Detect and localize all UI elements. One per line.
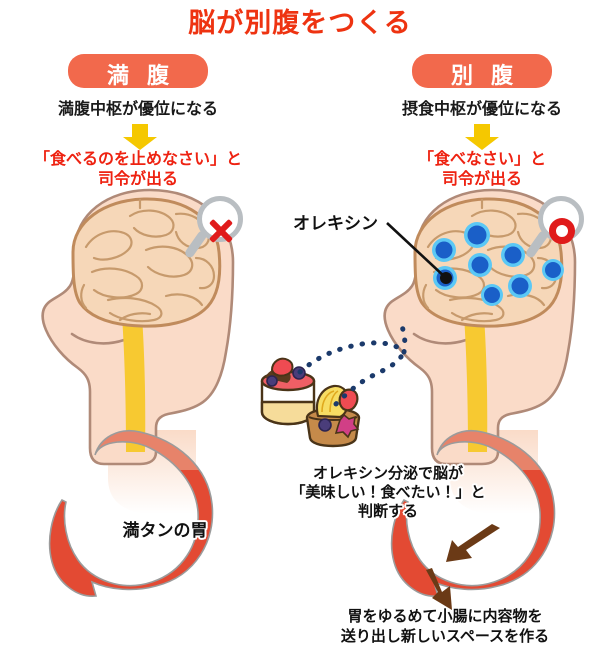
orexin-dot <box>464 222 490 248</box>
circle-mark-icon <box>524 196 590 266</box>
mid-caption-line-2: 「美味しい！食べたい！」と <box>290 484 486 501</box>
left-command-text: 「食べるのを止めなさい」と 司令が出る <box>4 150 272 190</box>
orexin-leader-line <box>386 222 447 279</box>
orexin-dot <box>432 238 456 262</box>
right-command-text: 「食べなさい」と 司令が出る <box>352 150 600 190</box>
right-subtitle: 摂食中枢が優位になる <box>401 101 562 118</box>
mid-caption-line-3: 判断する <box>357 503 418 520</box>
cross-mark-icon <box>183 196 249 266</box>
right-command-line-1: 「食べなさい」と <box>417 151 546 168</box>
left-command-line-1: 「食べるのを止めなさい」と <box>33 151 242 168</box>
page-title: 脳が別腹をつくる <box>188 8 412 38</box>
stomach-flow-arrow <box>426 524 500 610</box>
label-pill-dessert-stomach: 別 腹 <box>412 54 552 88</box>
orexin-dot <box>508 274 532 298</box>
left-command-line-2: 司令が出る <box>97 171 178 188</box>
fruit-tart-icon <box>305 384 361 448</box>
left-stomach-label: 満タンの胃 <box>122 521 208 540</box>
mid-caption-line-1: オレキシン分泌で脳が <box>312 465 463 482</box>
aroma-dotted-path <box>297 319 408 407</box>
orexin-dot <box>501 243 525 267</box>
right-command-line-2: 司令が出る <box>441 171 522 188</box>
down-arrow-icon <box>123 124 157 150</box>
orexin-dot <box>542 259 564 281</box>
stomach-relax-caption: 胃をゆるめて小腸に内容物を 送り出し新しいスペースを作る <box>290 607 600 647</box>
label-pill-full-stomach: 満 腹 <box>68 54 208 88</box>
bottom-caption-line-1: 胃をゆるめて小腸に内容物を <box>347 608 543 625</box>
orexin-explanation-caption: オレキシン分泌で脳が 「美味しい！食べたい！」と 判断する <box>272 464 504 521</box>
down-arrow-icon <box>465 124 499 150</box>
orexin-dot <box>481 284 503 306</box>
orexin-label: オレキシン <box>293 214 378 233</box>
cheesecake-icon <box>260 357 316 426</box>
bottom-caption-line-2: 送り出し新しいスペースを作る <box>340 628 550 645</box>
left-subtitle: 満腹中枢が優位になる <box>57 101 218 118</box>
orexin-dot <box>468 253 492 277</box>
right-head-figure <box>383 188 577 610</box>
